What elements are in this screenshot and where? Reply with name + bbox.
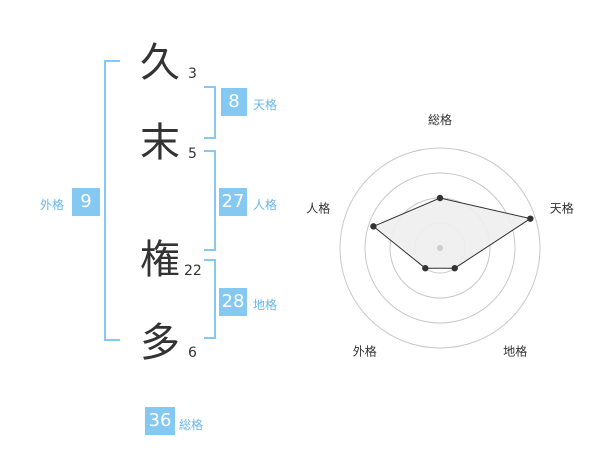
tenkaku-label: 天格 bbox=[253, 98, 278, 112]
radar-area bbox=[372, 197, 532, 269]
name-char-1: 久 bbox=[140, 40, 180, 86]
chikaku-label: 地格 bbox=[253, 298, 278, 312]
soukaku-label: 総格 bbox=[179, 418, 204, 432]
stroke-count-4: 6 bbox=[188, 345, 197, 361]
gaikaku-label: 外格 bbox=[40, 198, 65, 212]
radar-point-1 bbox=[436, 194, 444, 202]
radar-point-2 bbox=[527, 215, 534, 222]
name-char-2: 末 bbox=[140, 120, 180, 166]
radar-axis-label-5: 人格 bbox=[306, 200, 330, 215]
chikaku-bracket bbox=[204, 259, 216, 339]
jinkaku-bracket bbox=[204, 150, 216, 251]
tenkaku-value: 8 bbox=[221, 88, 247, 116]
name-char-3: 権 bbox=[140, 237, 180, 283]
stroke-count-1: 3 bbox=[188, 66, 197, 82]
name-char-4: 多 bbox=[140, 320, 180, 366]
radar-ring-3 bbox=[364, 172, 516, 324]
radar-point-5 bbox=[370, 223, 377, 230]
soukaku-value: 36 bbox=[145, 407, 175, 435]
radar-axis-label-2: 天格 bbox=[550, 200, 574, 215]
stroke-count-3: 22 bbox=[184, 263, 202, 279]
radar-axis-label-4: 外格 bbox=[353, 344, 377, 359]
radar-axis-label-1: 総格 bbox=[428, 112, 452, 127]
chikaku-value: 28 bbox=[219, 288, 247, 316]
radar-axis-label-3: 地格 bbox=[503, 344, 527, 359]
jinkaku-label: 人格 bbox=[253, 198, 278, 212]
gaikaku-value: 9 bbox=[72, 188, 100, 216]
radar-point-4 bbox=[422, 265, 429, 272]
jinkaku-value: 27 bbox=[219, 188, 247, 216]
radar-ring-4 bbox=[339, 147, 541, 349]
gaikaku-bracket bbox=[104, 60, 120, 341]
stroke-count-2: 5 bbox=[188, 146, 197, 162]
radar-point-3 bbox=[451, 265, 458, 272]
radar-center-dot bbox=[437, 245, 443, 251]
tenkaku-bracket bbox=[204, 86, 216, 139]
